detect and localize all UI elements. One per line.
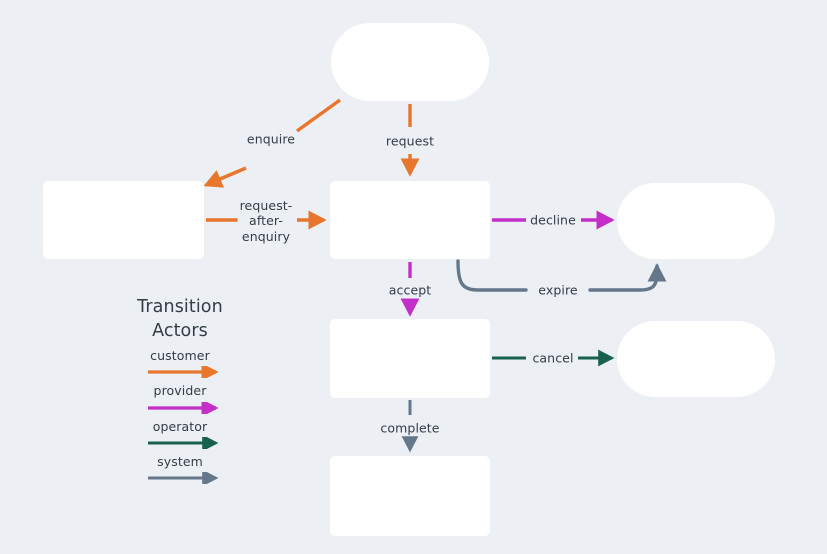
legend-arrow-system-icon xyxy=(130,471,230,484)
node-requested-label xyxy=(330,181,490,259)
node-completed-label xyxy=(330,456,490,536)
legend-entry-operator-label: operator xyxy=(152,418,208,434)
edge-expire xyxy=(456,261,657,292)
node-accepted-label xyxy=(330,319,490,398)
node-declined[interactable] xyxy=(617,183,775,259)
edge-label-accept: accept xyxy=(386,282,434,298)
node-completed[interactable] xyxy=(330,456,490,536)
legend-entry-customer-label: customer xyxy=(150,348,210,364)
edge-label-complete: complete xyxy=(378,420,442,436)
node-accepted[interactable] xyxy=(330,319,490,398)
node-start-label xyxy=(331,23,489,101)
edge-label-expire: expire xyxy=(536,282,580,298)
edge-label-enquire: enquire xyxy=(244,131,298,147)
edge-label-cancel: cancel xyxy=(530,350,576,366)
node-requested[interactable] xyxy=(330,181,490,259)
legend-entry-provider: provider xyxy=(130,382,230,414)
edge-enquire xyxy=(206,98,341,185)
legend-entry-system: system xyxy=(130,453,230,484)
node-cancelled[interactable] xyxy=(617,321,775,397)
legend-title-line1: Transition xyxy=(137,297,223,317)
edge-label-request-after-enquiry: request- after- enquiry xyxy=(237,198,295,244)
legend-arrow-customer-icon xyxy=(130,366,230,379)
node-cancelled-label xyxy=(617,321,775,397)
legend-entry-customer: customer xyxy=(130,347,230,379)
node-declined-label xyxy=(617,183,775,259)
legend: Transition Actors customer provider oper… xyxy=(130,295,230,486)
legend-title-line2: Actors xyxy=(152,321,208,342)
edge-label-request: request xyxy=(383,133,437,149)
legend-arrow-operator-icon xyxy=(130,436,230,449)
legend-entry-system-label: system xyxy=(157,453,203,469)
edge-label-decline: decline xyxy=(528,212,578,228)
legend-arrow-provider-icon xyxy=(130,401,230,414)
node-start[interactable] xyxy=(331,23,489,101)
node-enquiry[interactable] xyxy=(43,181,204,259)
legend-entry-operator: operator xyxy=(130,418,230,449)
legend-entry-provider-label: provider xyxy=(153,383,207,399)
node-enquiry-label xyxy=(43,181,204,259)
